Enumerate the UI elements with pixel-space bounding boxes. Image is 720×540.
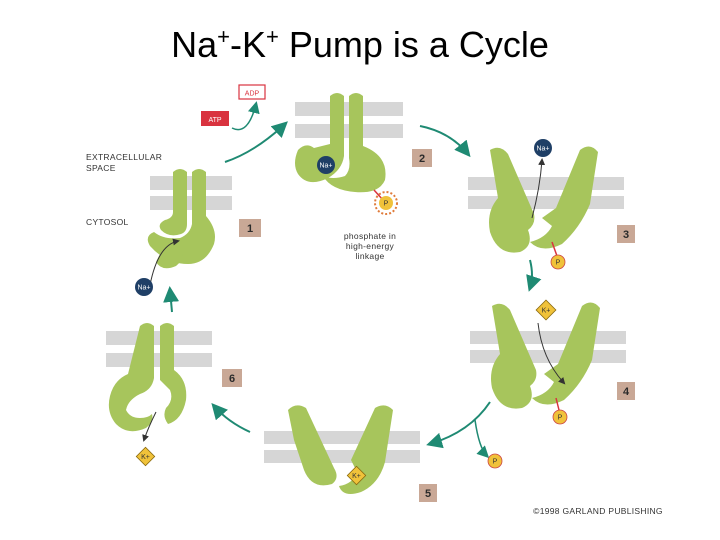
stage-1: 1 Na+ (135, 169, 261, 296)
phosphate-bond (555, 397, 560, 411)
membrane-band (468, 177, 624, 190)
step-number: 6 (229, 373, 235, 385)
na-ion-label: Na+ (536, 146, 549, 153)
k-ion-label: K+ (141, 454, 150, 461)
cycle-arrow (426, 401, 491, 449)
stage-2: Na+ P 2 (295, 93, 432, 215)
na-ion-label: Na+ (319, 163, 332, 170)
cycle-arrow (211, 402, 251, 433)
ion-path-arrow (537, 322, 566, 385)
pump-protein (160, 323, 187, 424)
k-ion (346, 465, 367, 486)
phosphate-ion (487, 453, 503, 469)
ion-path-arrow (149, 238, 180, 286)
stage-3: P Na+ 3 (468, 139, 635, 270)
step-number: 4 (623, 386, 630, 398)
na-ion (135, 278, 153, 296)
step-box (617, 225, 635, 243)
membrane-band (264, 450, 420, 463)
step-number: 2 (419, 153, 425, 165)
membrane-band (264, 431, 420, 444)
phosphate-ion (550, 254, 566, 270)
k-ion (535, 299, 557, 321)
pump-protein (108, 323, 154, 432)
atp-label: ATP (208, 117, 221, 124)
stage-4: P K+ 4 (470, 299, 635, 425)
step-box (412, 149, 432, 167)
phosphate-note: high-energy (346, 241, 395, 251)
phosphate-label: P (558, 415, 563, 422)
na-ion (534, 139, 552, 157)
phosphate-release-arrow (474, 419, 490, 459)
step-box (419, 484, 437, 502)
step-number: 5 (425, 488, 431, 500)
step-number: 1 (247, 223, 253, 235)
step-box (239, 219, 261, 237)
adp-arrow (231, 101, 260, 131)
extracellular-label: EXTRACELLULAR (86, 152, 162, 162)
pump-protein (323, 93, 386, 193)
phosphate-label: P (493, 459, 498, 466)
phosphate-note: phosphate in (344, 231, 396, 241)
cycle-arrow (163, 286, 180, 313)
phosphate-label: P (384, 201, 389, 208)
pump-protein (288, 405, 337, 486)
step-number: 3 (623, 229, 629, 241)
membrane-band (106, 353, 212, 367)
membrane-band (468, 196, 624, 209)
membrane-band (470, 350, 626, 363)
ion-path-arrow (531, 158, 546, 219)
extracellular-label: SPACE (86, 163, 116, 173)
step-box (222, 369, 242, 387)
membrane-band (470, 331, 626, 344)
phosphate-ion (552, 409, 568, 425)
phosphate-label: P (556, 260, 561, 267)
adp-label: ADP (245, 91, 260, 98)
slide-title: Na+-K+ Pump is a Cycle (171, 24, 549, 65)
step-box (617, 382, 635, 400)
stage-6: K+ 6 (106, 323, 242, 467)
adp-badge (238, 84, 266, 100)
cycle-arrow (526, 259, 542, 292)
phosphate-bond (551, 241, 558, 257)
atp-badge (201, 111, 229, 126)
phosphate-note: linkage (355, 251, 384, 261)
pump-protein (147, 169, 215, 264)
pump-protein (159, 169, 187, 236)
cycle-arrow (419, 125, 471, 158)
na-ion-label: Na+ (137, 285, 150, 292)
k-ion-label: K+ (352, 473, 361, 480)
pump-protein (491, 303, 537, 409)
membrane-band (150, 176, 232, 190)
membrane-band (150, 196, 232, 210)
copyright-note: ©1998 GARLAND PUBLISHING (533, 506, 663, 516)
pump-protein (532, 302, 600, 405)
pump-protein (339, 405, 393, 494)
energy-halo (374, 191, 398, 215)
na-ion (317, 156, 335, 174)
k-ion (135, 446, 156, 467)
cytosol-label: CYTOSOL (86, 217, 129, 227)
pump-protein (530, 146, 598, 249)
ion-path-arrow (142, 411, 157, 442)
phosphate-ion (379, 196, 393, 210)
pump-protein (489, 147, 535, 253)
stage-5: K+ 5 (264, 405, 437, 502)
pump-protein (156, 239, 183, 269)
membrane-band (106, 331, 212, 345)
cycle-arrow (224, 121, 288, 163)
k-ion-label: K+ (542, 308, 551, 315)
